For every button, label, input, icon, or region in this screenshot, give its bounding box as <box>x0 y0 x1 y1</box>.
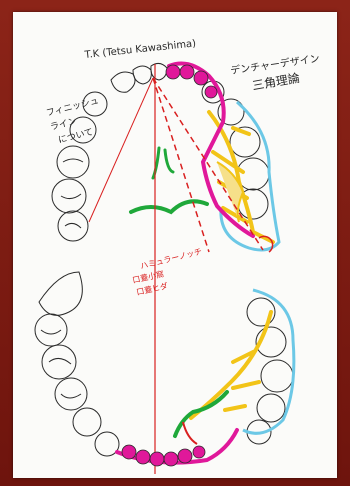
left-note-line2: ライン <box>49 116 78 133</box>
author-note: T.K (Tetsu Kawashima) <box>83 38 196 61</box>
title-line1: デンチャーデザイン <box>230 52 321 77</box>
upper-green-mark <box>153 148 173 178</box>
upper-green-line <box>131 201 207 212</box>
title-line2: 三角理論 <box>251 70 301 93</box>
bottom-note-line1: ハミュラーノッチ <box>139 247 203 271</box>
red-guide-lines <box>89 78 273 252</box>
lower-arch <box>35 272 293 456</box>
sketch-paper: T.K (Tetsu Kawashima) デンチャーデザイン 三角理論 フィニ… <box>13 12 337 478</box>
lower-red-mark <box>183 422 197 444</box>
dental-sketch-illustration: T.K (Tetsu Kawashima) デンチャーデザイン 三角理論 フィニ… <box>13 12 337 478</box>
lower-green-line <box>175 392 227 436</box>
lower-yellow-framework <box>191 312 271 418</box>
